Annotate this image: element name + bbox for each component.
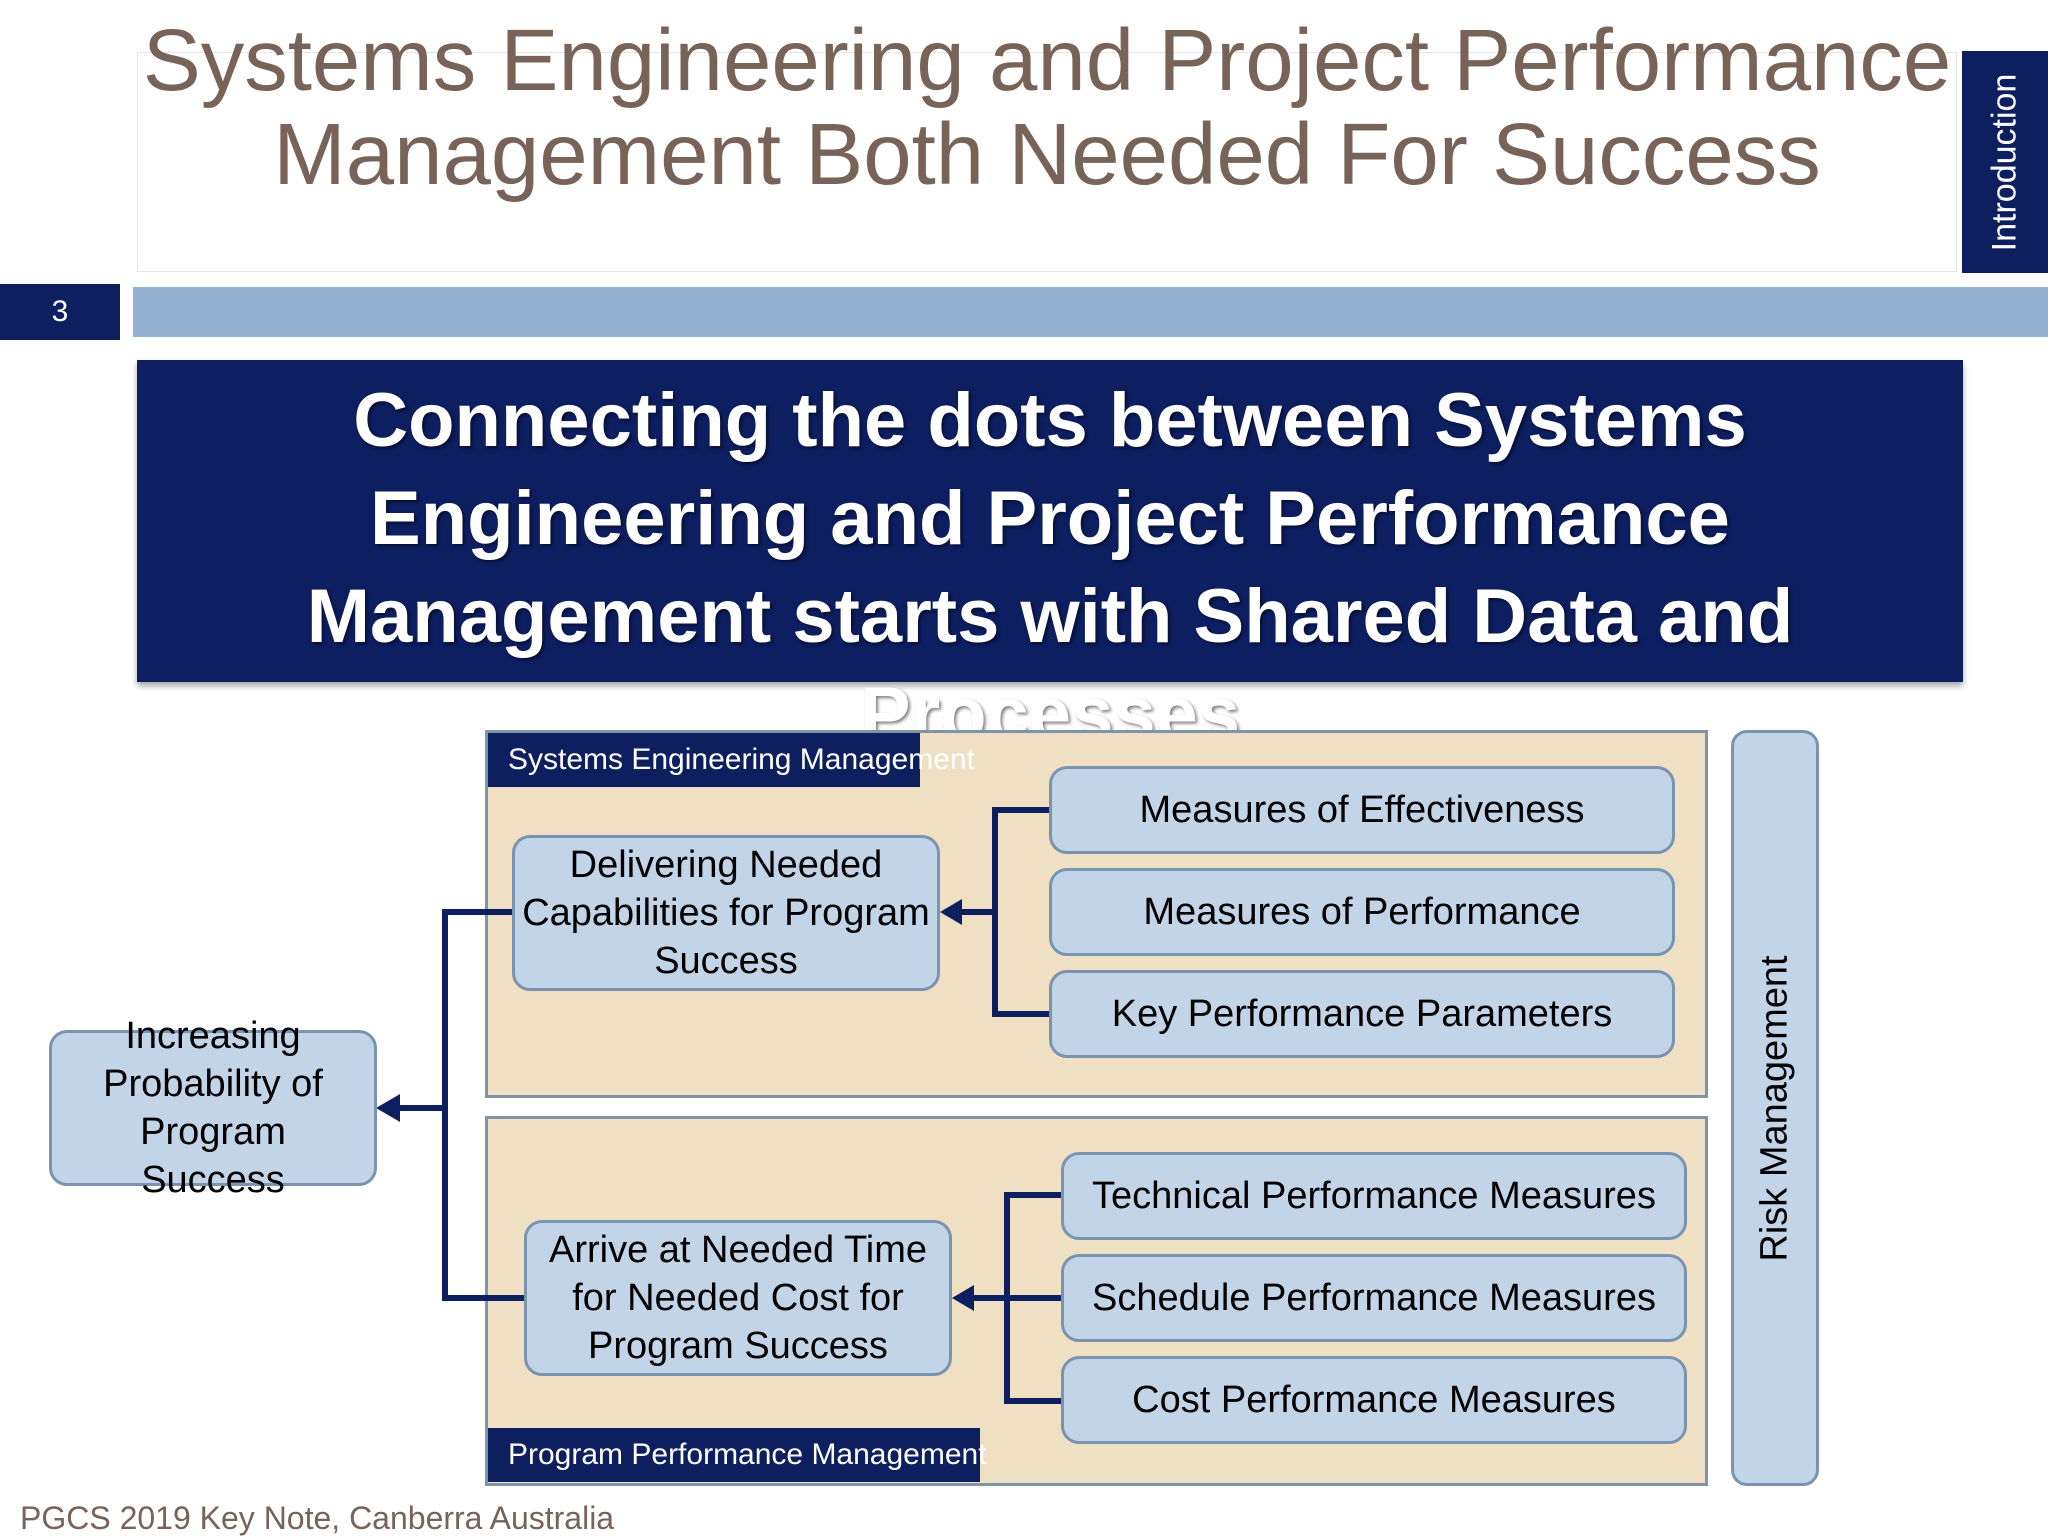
- se-measures-bracket: [992, 807, 1050, 1017]
- footer-text: PGCS 2019 Key Note, Canberra Australia: [20, 1500, 615, 1536]
- measure-box: Measures of Performance: [1049, 868, 1675, 956]
- title-frame: [137, 52, 1957, 272]
- slide-title: Systems Engineering and Project Performa…: [142, 12, 1952, 203]
- pp-goal-arrowhead: [952, 1285, 974, 1311]
- page-number: 3: [0, 284, 120, 340]
- banner-text: Connecting the dots between Systems Engi…: [306, 378, 1794, 757]
- risk-management-bar: Risk Management: [1731, 730, 1819, 1486]
- measure-box: Schedule Performance Measures: [1061, 1254, 1687, 1342]
- se-goal-box: Delivering Needed Capabilities for Progr…: [512, 835, 940, 991]
- section-tab: Introduction: [1962, 51, 2048, 273]
- pp-panel-header: Program Performance Management: [488, 1428, 987, 1482]
- measure-box: Measures of Effectiveness: [1049, 766, 1675, 854]
- outcome-box: Increasing Probability of Program Succes…: [49, 1015, 377, 1201]
- se-panel-header: Systems Engineering Management: [488, 733, 975, 787]
- banner-box: [137, 360, 1963, 682]
- pp-goal-box: Arrive at Needed Time for Needed Cost fo…: [524, 1220, 952, 1376]
- se-goal-arrowhead: [940, 899, 962, 925]
- risk-management-label: Risk Management: [1753, 954, 1796, 1262]
- outcome-arrowhead: [376, 1094, 400, 1122]
- measure-box: Key Performance Parameters: [1049, 970, 1675, 1058]
- header-band: [133, 287, 2048, 337]
- measure-box: Technical Performance Measures: [1061, 1152, 1687, 1240]
- measure-box: Cost Performance Measures: [1061, 1356, 1687, 1444]
